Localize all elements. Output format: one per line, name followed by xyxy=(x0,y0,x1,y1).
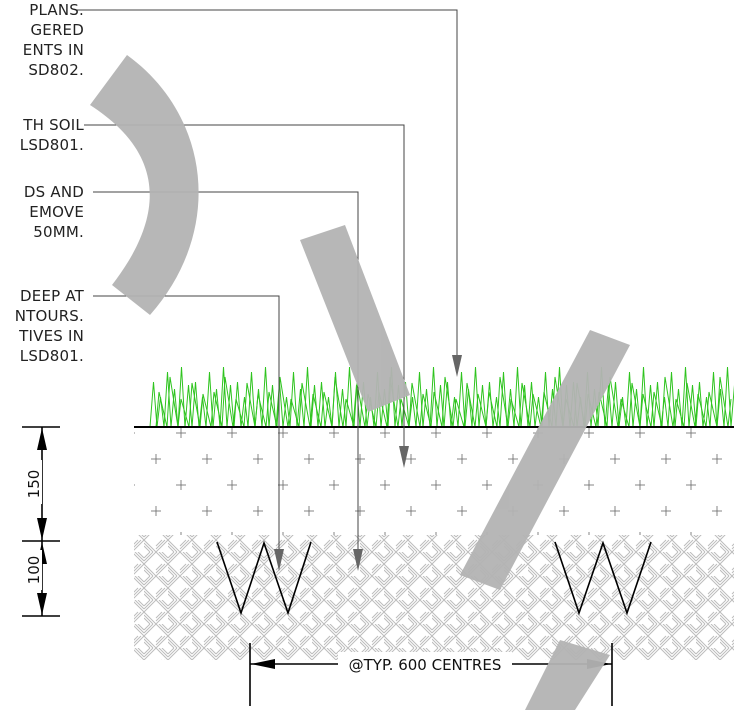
spacing-dimension-label: @TYP. 600 CENTRES xyxy=(349,656,502,674)
note-2-line-2: LSD801. xyxy=(19,136,84,154)
grass-blades-secondary xyxy=(155,376,732,428)
dimension-100: 100 xyxy=(25,556,43,585)
draft-watermark xyxy=(90,55,630,710)
note-3-line-2: EMOVE xyxy=(29,203,84,221)
callout-note-4: DEEP AT NTOURS. TIVES IN LSD801. xyxy=(15,286,84,366)
note-4-line-1: DEEP AT xyxy=(20,287,84,305)
note-4-line-2: NTOURS. xyxy=(14,307,84,325)
note-2-line-1: TH SOIL xyxy=(23,116,84,134)
leader-arrow-2 xyxy=(399,446,409,468)
topsoil-layer xyxy=(134,427,734,535)
grass-blades xyxy=(149,366,734,428)
dimension-150: 150 xyxy=(25,470,43,499)
grass-layer xyxy=(149,366,734,428)
note-4-line-3: TIVES IN xyxy=(19,327,84,345)
callout-note-2: TH SOIL LSD801. xyxy=(20,115,84,155)
note-1-line-4: SD802. xyxy=(28,61,84,79)
note-3-line-3: 50MM. xyxy=(33,223,84,241)
note-3-line-1: DS AND xyxy=(23,183,84,201)
note-1-line-3: ENTS IN xyxy=(22,41,84,59)
contour-trench-left xyxy=(216,540,312,616)
callout-note-1: PLANS. GERED ENTS IN SD802. xyxy=(23,0,84,80)
note-4-line-4: LSD801. xyxy=(19,347,84,365)
leader-line-1 xyxy=(76,9,458,358)
leader-arrow-1 xyxy=(452,355,462,377)
leader-arrow-3 xyxy=(353,549,363,571)
leader-line-2 xyxy=(84,124,405,447)
contour-trench-right xyxy=(554,540,652,616)
drainage-layer-hatch xyxy=(134,535,734,660)
note-1-line-1: PLANS. xyxy=(29,1,84,19)
note-1-line-2: GERED xyxy=(30,21,84,39)
leader-arrow-4 xyxy=(274,549,284,571)
callout-note-3: DS AND EMOVE 50MM. xyxy=(24,182,84,242)
